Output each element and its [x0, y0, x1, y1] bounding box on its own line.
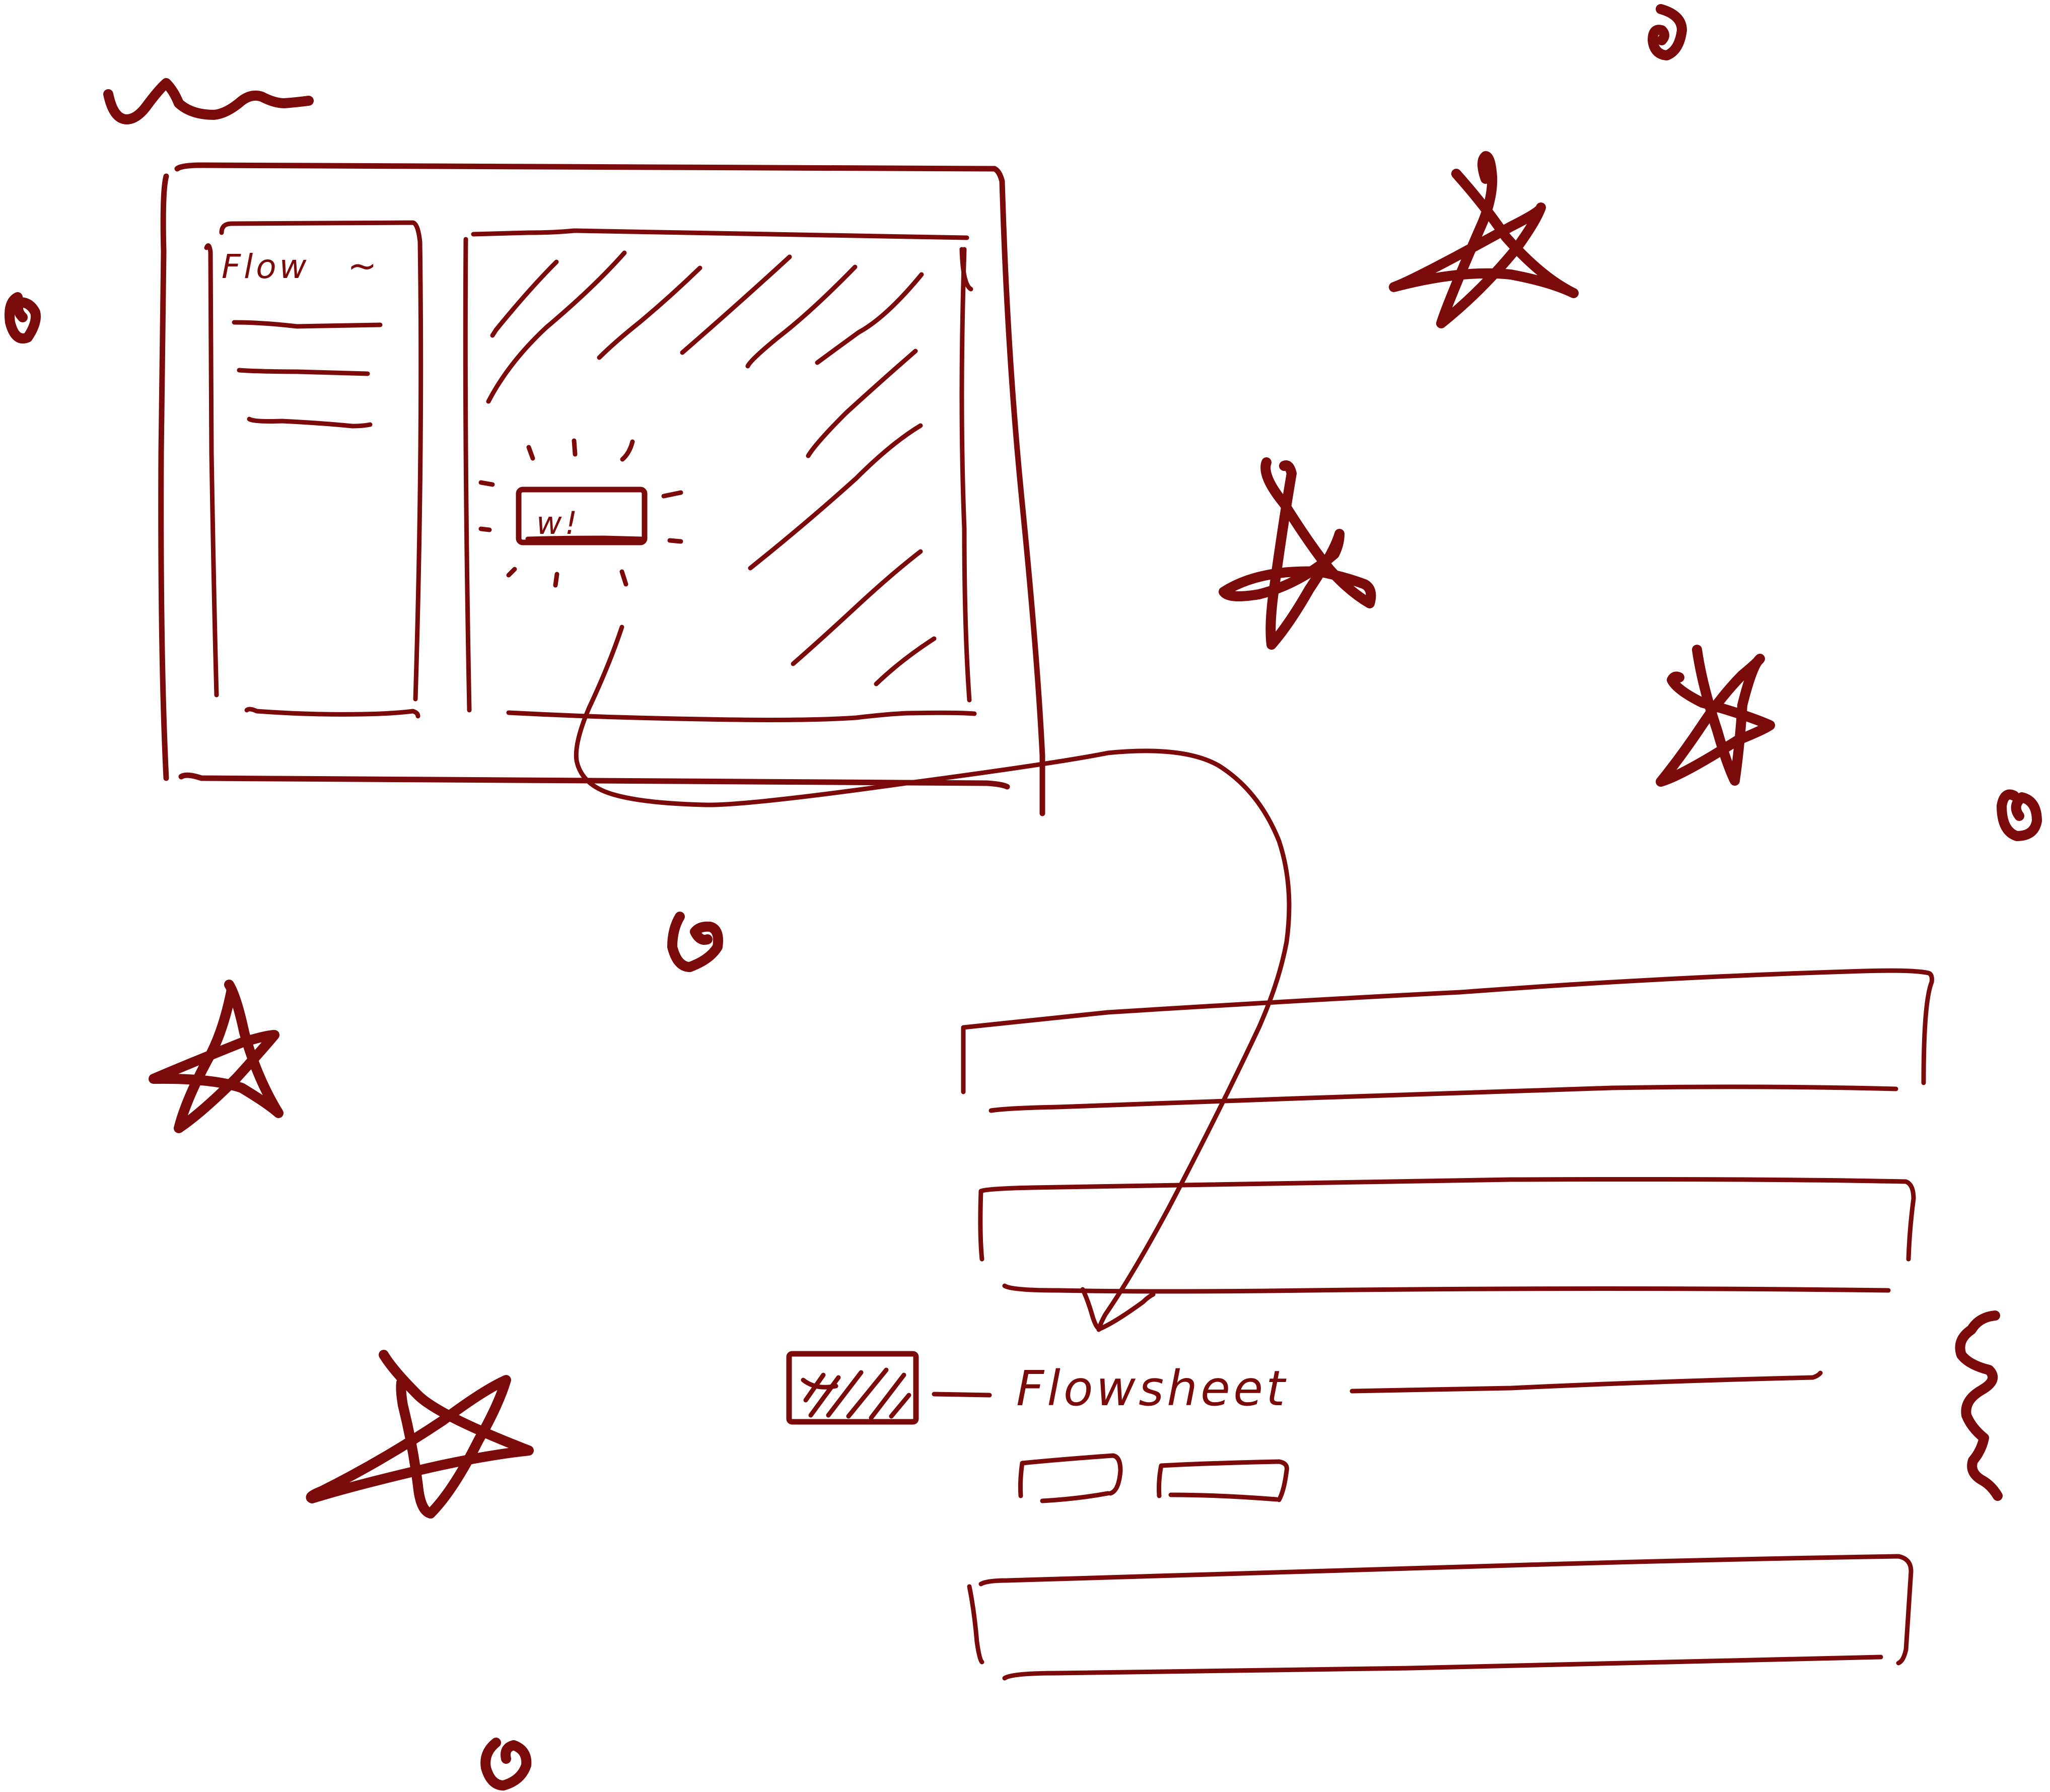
star-doodle: [311, 1355, 529, 1513]
header-line-right: [1352, 1373, 1820, 1391]
flag-text: w!: [536, 505, 581, 541]
squiggle-doodle: [108, 83, 309, 119]
flag-ray: [622, 442, 632, 459]
circle-doodle: [672, 917, 718, 967]
flag-ray: [481, 529, 489, 530]
sidebar-logo: Flow: [222, 247, 310, 286]
form-button-right: [1159, 1462, 1287, 1500]
circle-doodle: [10, 297, 36, 338]
sidebar-nav-line: [249, 419, 370, 426]
circle-doodle: [485, 1743, 526, 1785]
sidebar-nav-line: [234, 322, 380, 326]
header-line-left: [934, 1394, 989, 1395]
sidebar-logo-squiggle: ~: [347, 245, 380, 287]
form-textarea: [969, 1556, 1911, 1678]
form-button-pair: [1020, 1456, 1287, 1501]
wireframe-window: Flow ~: [161, 165, 1042, 813]
star-doodle: [1661, 650, 1770, 782]
star-doodle: [154, 985, 278, 1128]
flag-ray: [509, 569, 515, 575]
flowsheet-header-row: Flowsheet: [789, 1354, 1820, 1422]
circle-doodle: [2002, 795, 2037, 837]
connector-arrow: [576, 627, 1289, 1330]
form-input-field: [980, 1180, 1914, 1292]
form-input-field: [963, 971, 1932, 1111]
thumbnail-hatching: [803, 1370, 909, 1418]
star-doodle: [1394, 156, 1574, 323]
flag-ray: [670, 540, 681, 541]
sidebar-nav-line: [239, 370, 368, 374]
star-doodle: [1224, 462, 1371, 645]
canvas-hatching: [488, 253, 934, 684]
canvas-flag-widget: w!: [481, 441, 681, 585]
flag-ray: [555, 574, 557, 585]
circle-doodle: [1653, 9, 1682, 55]
flag-ray: [481, 483, 492, 485]
flag-ray: [574, 441, 575, 454]
flag-ray: [622, 572, 626, 584]
flowsheet-title: Flowsheet: [1016, 1360, 1288, 1417]
flag-ray: [664, 493, 681, 496]
flowsheet-form: Flowsheet: [789, 971, 1932, 1678]
main-canvas-panel: w!: [465, 231, 974, 720]
sidebar-panel: Flow ~: [206, 223, 421, 716]
vertical-squiggle-doodle: [1960, 1316, 1998, 1496]
form-button-left: [1020, 1456, 1120, 1501]
flag-ray: [529, 447, 533, 458]
